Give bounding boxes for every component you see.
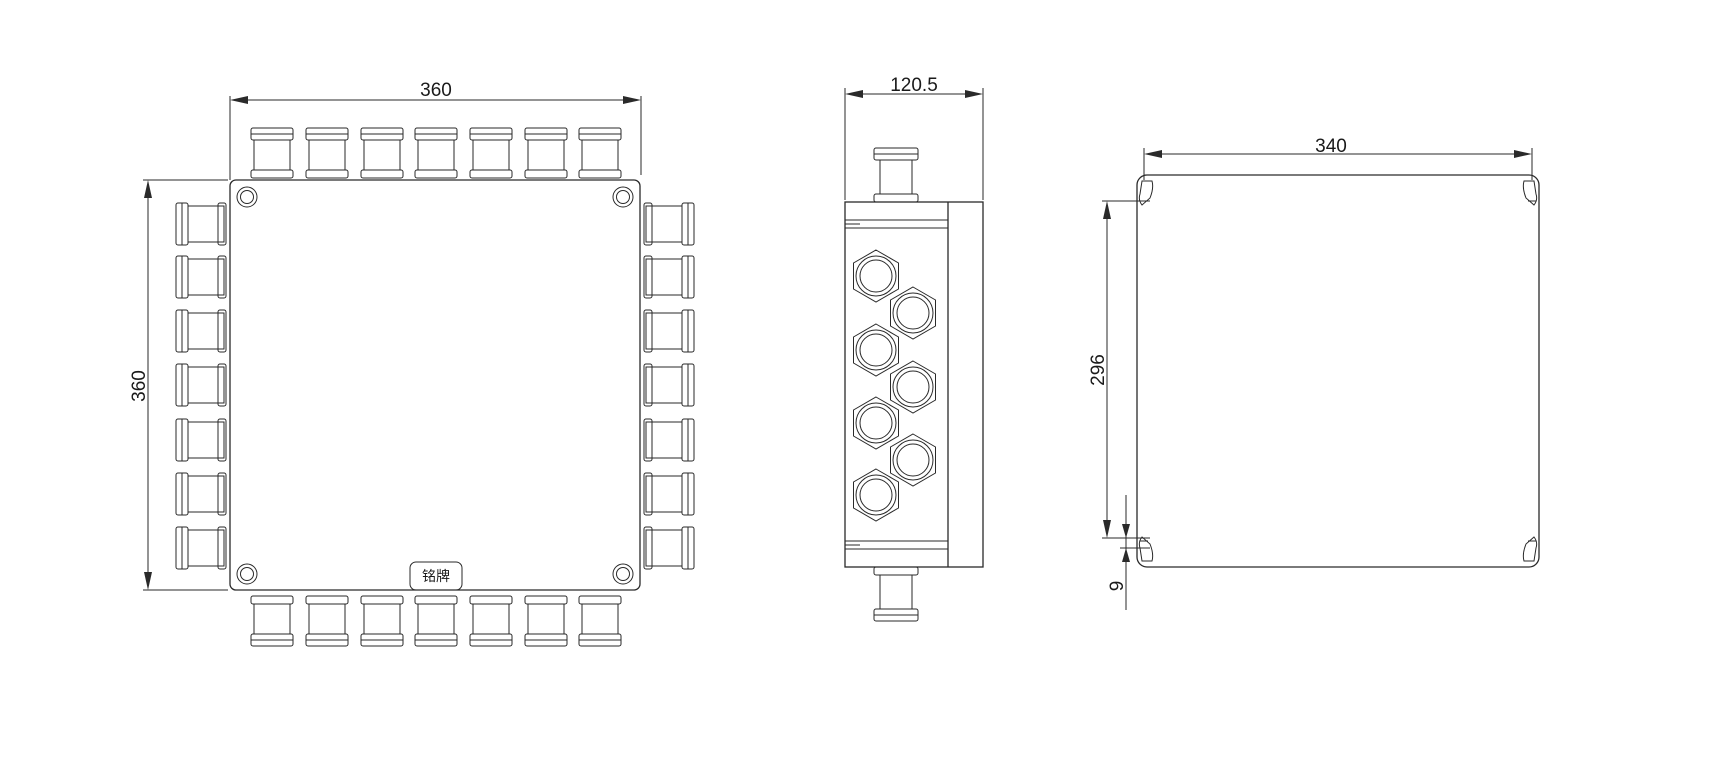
right-glands [643, 202, 695, 570]
front-width-label: 360 [420, 80, 452, 101]
cable-gland [250, 127, 294, 179]
mounting-width-label: 340 [1315, 136, 1347, 157]
cable-gland [524, 595, 568, 647]
cable-gland [643, 309, 695, 353]
hex-gland [853, 323, 899, 377]
mounting-slot [1138, 536, 1154, 562]
enclosure-body [229, 179, 641, 591]
hex-gland [853, 249, 899, 303]
mounting-view: 340 296 9 [1088, 136, 1540, 610]
hex-gland [853, 468, 899, 522]
cable-gland [175, 472, 227, 516]
cable-gland [175, 309, 227, 353]
front-view: 铭牌 [129, 80, 695, 647]
corner-screw [236, 186, 258, 208]
front-width-dimension: 360 [229, 80, 642, 180]
cable-gland [175, 363, 227, 407]
side-depth-dimension: 120.5 [844, 75, 984, 200]
cable-gland [414, 595, 458, 647]
mounting-height-label: 296 [1088, 354, 1109, 386]
cable-gland [643, 255, 695, 299]
cable-gland [469, 595, 513, 647]
corner-screw [612, 186, 634, 208]
cable-gland [250, 595, 294, 647]
cable-gland [305, 127, 349, 179]
left-glands [175, 202, 227, 570]
nameplate-label: 铭牌 [422, 568, 450, 585]
cable-gland [578, 595, 622, 647]
cable-gland [305, 595, 349, 647]
top-glands [250, 127, 622, 179]
side-view: 120.5 [844, 75, 984, 622]
hex-gland [890, 286, 936, 340]
nameplate: 铭牌 [409, 561, 463, 591]
cable-gland [414, 127, 458, 179]
corner-screw [612, 563, 634, 585]
bottom-glands [250, 595, 622, 647]
cable-gland [643, 202, 695, 246]
side-face-glands [853, 249, 936, 522]
cable-gland [469, 127, 513, 179]
mounting-offset-label: 9 [1107, 581, 1128, 592]
front-height-dimension: 360 [129, 179, 228, 591]
cable-gland [175, 202, 227, 246]
cable-gland [360, 127, 404, 179]
cable-gland [524, 127, 568, 179]
hex-gland [890, 360, 936, 414]
side-bottom-gland [873, 566, 919, 622]
front-height-label: 360 [129, 370, 150, 402]
cable-gland [175, 526, 227, 570]
mounting-slot [1522, 180, 1538, 206]
mounting-height-dimension: 296 [1088, 200, 1150, 539]
cable-gland [175, 418, 227, 462]
cable-gland [175, 255, 227, 299]
cable-gland [643, 526, 695, 570]
side-depth-label: 120.5 [890, 75, 938, 96]
cable-gland [360, 595, 404, 647]
cable-gland [643, 472, 695, 516]
cable-gland [643, 418, 695, 462]
mounting-offset-dimension: 9 [1107, 495, 1150, 610]
mounting-slot [1522, 536, 1538, 562]
cable-gland [578, 127, 622, 179]
hex-gland [853, 396, 899, 450]
hex-gland [890, 433, 936, 487]
side-top-gland [873, 147, 919, 203]
cable-gland [643, 363, 695, 407]
mounting-plate [1136, 174, 1540, 568]
mounting-width-dimension: 340 [1143, 136, 1533, 180]
corner-screw [236, 563, 258, 585]
